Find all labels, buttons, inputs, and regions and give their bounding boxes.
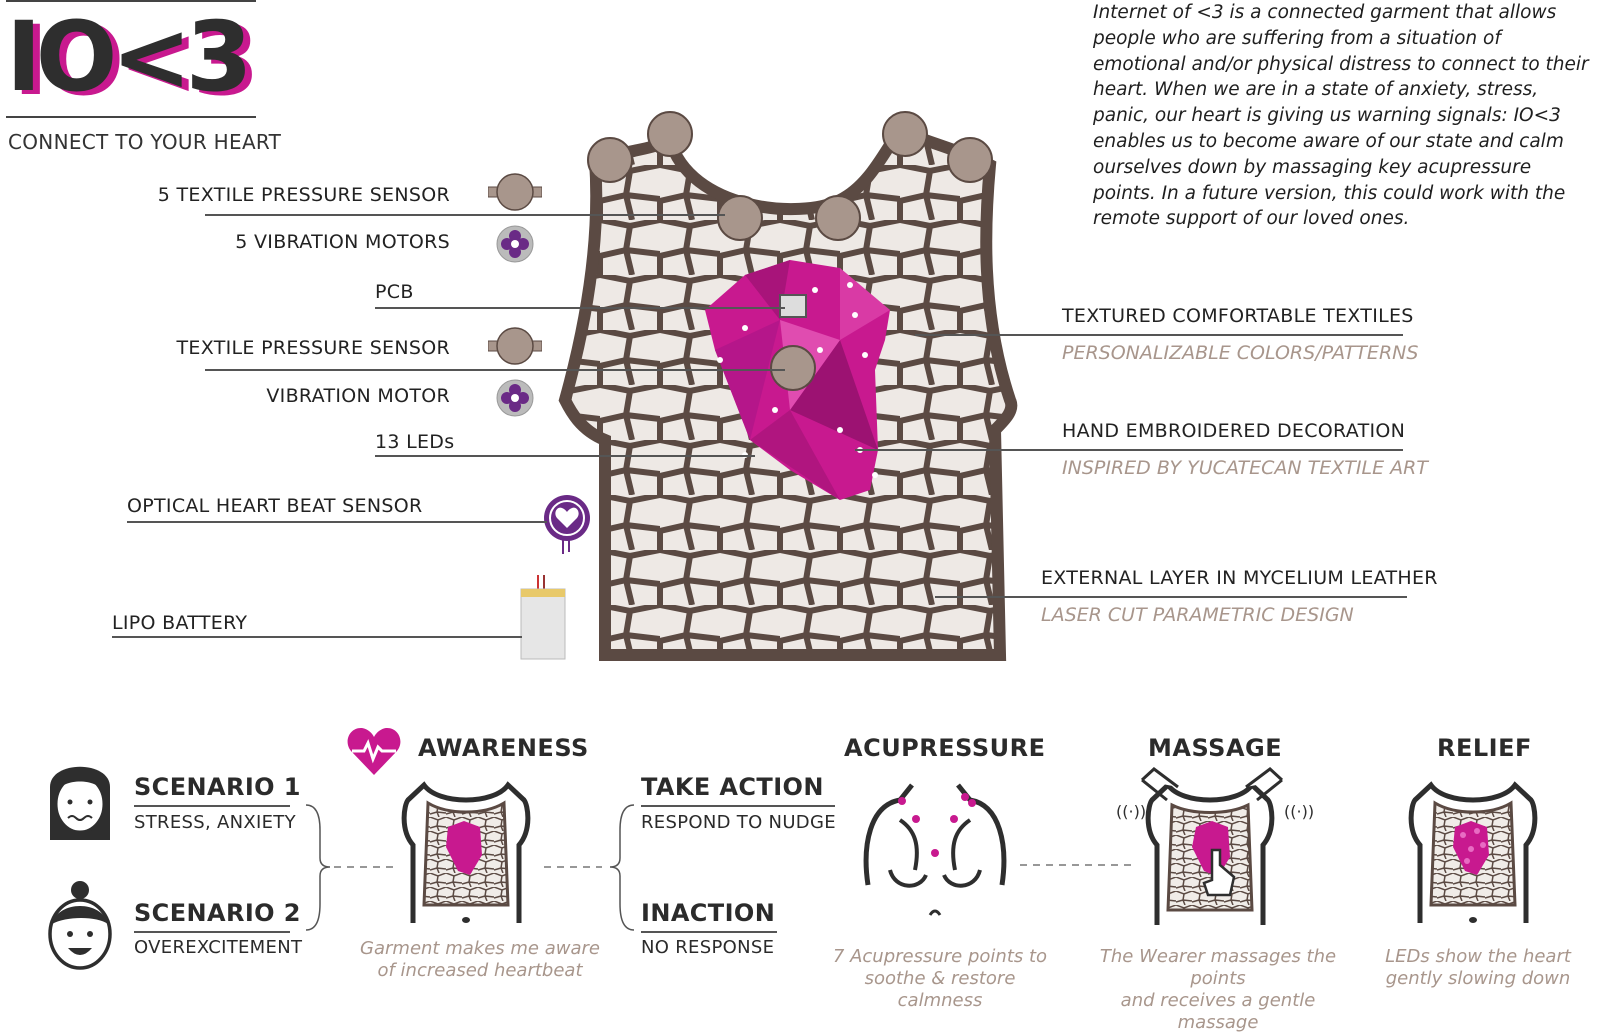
- leader-pressure-sensors: [205, 214, 725, 216]
- leader-leds: [375, 455, 755, 457]
- tagline: CONNECT TO YOUR HEART: [8, 130, 282, 154]
- massage-vest: ((·)) ((·)): [1116, 767, 1314, 925]
- vibration-motor-icon: [496, 379, 534, 417]
- scenario1-title: SCENARIO 1: [134, 773, 301, 801]
- scenario2-rule: [134, 931, 290, 933]
- acupressure-torso: [863, 783, 1007, 916]
- shoulder-sensors: [587, 111, 993, 241]
- scenario1-rule: [134, 805, 290, 807]
- excited-face-icon: [48, 881, 112, 970]
- leader-heart-sensor: [127, 521, 547, 523]
- label-external: EXTERNAL LAYER IN MYCELIUM LEATHER: [1041, 567, 1438, 589]
- garment-illustration: [558, 111, 1018, 661]
- leader-pressure-sensor: [205, 369, 785, 371]
- svg-text:((·)): ((·)): [1284, 802, 1314, 821]
- relief-caption: LEDs show the heart gently slowing down: [1385, 946, 1571, 989]
- inaction-rule: [641, 931, 777, 933]
- logo-bottom-rule: [6, 116, 256, 118]
- massage-title: MASSAGE: [1148, 734, 1283, 762]
- svg-text:((·)): ((·)): [1116, 802, 1146, 821]
- io3-logo: IO<3 IO<3: [6, 10, 256, 110]
- label-pressure-sensors: 5 TEXTILE PRESSURE SENSOR: [157, 184, 450, 206]
- awareness-title: AWARENESS: [418, 734, 589, 762]
- svg-text:IO<3: IO<3: [6, 10, 247, 110]
- take-action-title: TAKE ACTION: [641, 773, 824, 801]
- heartbeat-sensor-icon: [544, 495, 590, 554]
- take-action-sub: RESPOND TO NUDGE: [641, 812, 836, 833]
- acupressure-caption: 7 Acupressure points to soothe & restore…: [832, 946, 1048, 1011]
- massage-caption: The Wearer massages the points and recei…: [1099, 946, 1337, 1033]
- relief-title: RELIEF: [1437, 734, 1532, 762]
- label-external-sub: LASER CUT PARAMETRIC DESIGN: [1041, 604, 1354, 626]
- label-embroidery: HAND EMBROIDERED DECORATION: [1062, 420, 1406, 442]
- stressed-face-icon: [50, 766, 110, 840]
- led-dots: [717, 282, 878, 478]
- scenario2-sub: OVEREXCITEMENT: [134, 937, 303, 958]
- scenario1-sub: STRESS, ANXIETY: [134, 812, 296, 833]
- label-heart-sensor: OPTICAL HEART BEAT SENSOR: [127, 495, 423, 517]
- acupressure-title: ACUPRESSURE: [844, 734, 1046, 762]
- awareness-vest: [401, 781, 531, 923]
- awareness-caption: Garment makes me aware of increased hear…: [360, 938, 600, 981]
- pressure-sensor-icon: [488, 173, 542, 211]
- heart-pulse-icon: [347, 727, 401, 775]
- svg-text:IO<3: IO<3: [13, 10, 254, 110]
- scenario2-title: SCENARIO 2: [134, 899, 301, 927]
- center-sensor: [770, 345, 816, 391]
- label-battery: LIPO BATTERY: [112, 612, 248, 634]
- pressure-sensor-icon: [488, 327, 542, 365]
- label-textiles: TEXTURED COMFORTABLE TEXTILES: [1062, 305, 1414, 327]
- label-vibration-motor: VIBRATION MOTOR: [266, 385, 450, 407]
- action-bracket: [544, 804, 635, 931]
- relief-vest: [1408, 781, 1538, 923]
- label-pressure-sensor: TEXTILE PRESSURE SENSOR: [176, 337, 450, 359]
- logo-top-rule: [6, 0, 256, 2]
- leader-battery: [112, 636, 522, 638]
- project-description: Internet of <3 is a connected garment th…: [1093, 2, 1589, 230]
- battery-icon: [520, 575, 566, 660]
- label-embroidery-sub: INSPIRED BY YUCATECAN TEXTILE ART: [1062, 457, 1428, 479]
- inaction-title: INACTION: [641, 899, 776, 927]
- label-textiles-sub: PERSONALIZABLE COLORS/PATTERNS: [1062, 342, 1419, 364]
- label-leds: 13 LEDs: [375, 431, 455, 453]
- vibration-motor-icon: [496, 225, 534, 263]
- label-pcb: PCB: [375, 281, 414, 303]
- scenario-bracket: [305, 804, 398, 931]
- leader-pcb: [375, 307, 785, 309]
- leader-external: [935, 596, 1407, 598]
- leader-textiles: [915, 334, 1403, 336]
- label-vibration-motors: 5 VIBRATION MOTORS: [235, 231, 450, 253]
- dashed-connector: [1020, 864, 1135, 866]
- inaction-sub: NO RESPONSE: [641, 937, 775, 958]
- leader-embroidery: [855, 449, 1403, 451]
- take-action-rule: [641, 805, 835, 807]
- pcb-chip: [779, 294, 807, 318]
